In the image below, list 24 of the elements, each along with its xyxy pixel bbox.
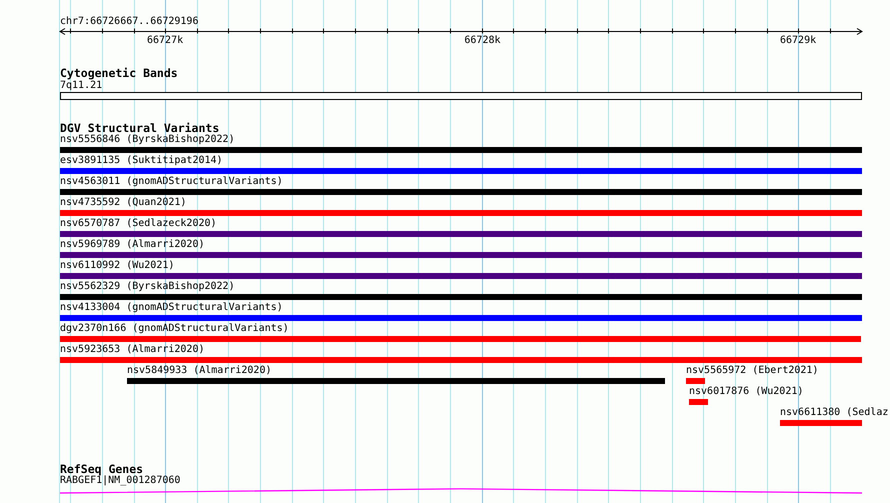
variant-label: nsv6570787 (Sedlazeck2020) <box>60 218 217 230</box>
variant-label: nsv5849933 (Almarri2020) <box>127 365 272 378</box>
variant-label: nsv6611380 (Sedlaz <box>780 407 888 420</box>
variant-label: dgv2370n166 (gnomADStructuralVariants) <box>60 323 289 336</box>
track-title: DGV Structural Variants <box>60 121 220 136</box>
variant-label: nsv4563011 (gnomADStructuralVariants) <box>60 176 283 188</box>
variant-label: nsv5562329 (ByrskaBishop2022) <box>60 281 235 294</box>
variant-label: nsv6110992 (Wu2021) <box>60 260 174 272</box>
tick-label: 66727k <box>147 35 184 48</box>
track-title: RefSeq Genes <box>60 462 144 476</box>
tick-label: 66728k <box>464 35 501 48</box>
variant-label: nsv4133004 (gnomADStructuralVariants) <box>60 302 283 314</box>
coordinate-label: chr7:66726667..66729196 <box>60 16 198 28</box>
tick-label: 66729k <box>780 35 816 48</box>
variant-label: nsv4735592 (Quan2021) <box>60 197 186 210</box>
track-title: Cytogenetic Bands <box>60 66 178 80</box>
variant-label: nsv5565972 (Ebert2021) <box>686 365 818 378</box>
variant-label: nsv6017876 (Wu2021) <box>689 386 804 398</box>
variant-label: esv3891135 (Suktitipat2014) <box>60 155 223 168</box>
variant-label: nsv5556846 (ByrskaBishop2022) <box>60 134 235 146</box>
variant-label: nsv5969789 (Almarri2020) <box>60 239 204 252</box>
variant-label: nsv5923653 (Almarri2020) <box>60 344 204 356</box>
band-label: 7q11.21 <box>60 80 102 92</box>
gene-label: RABGEF1|NM_001287060 <box>60 474 180 486</box>
